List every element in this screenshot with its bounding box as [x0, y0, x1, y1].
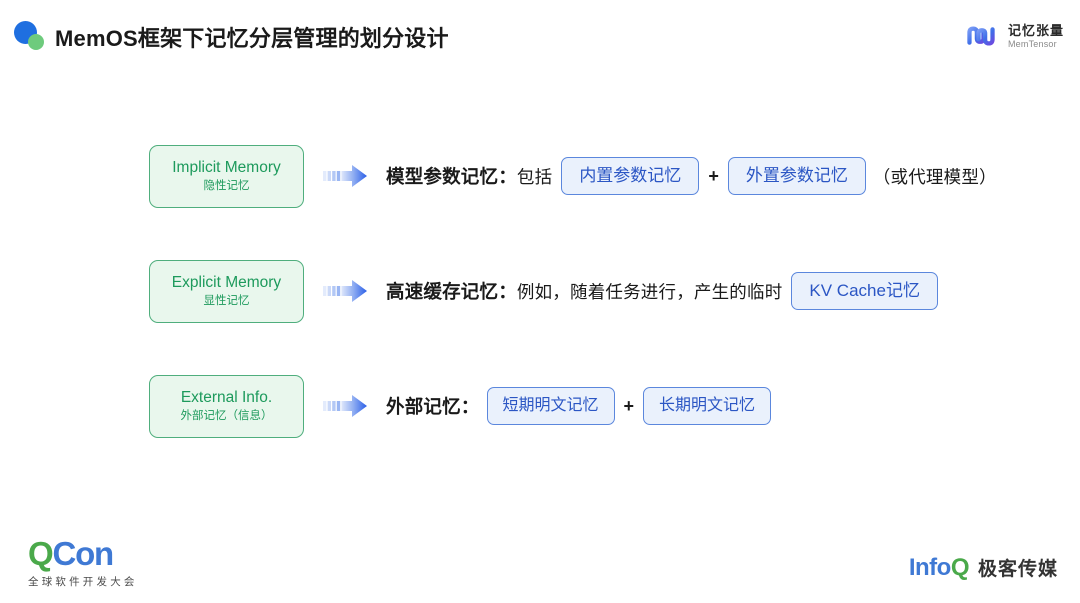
infoq-logo: InfoQ 极客传媒 — [909, 554, 1058, 581]
right-arrow-icon — [323, 395, 367, 417]
row-2-content: 高速缓存记忆： 例如，随着任务进行，产生的临时 KV Cache记忆 — [386, 271, 938, 311]
memtensor-interlock-icon — [967, 26, 995, 46]
memory-card-title-en: Explicit Memory — [171, 274, 282, 292]
row-1-separator: + — [708, 165, 719, 186]
infoq-letter-q: Q — [950, 554, 970, 581]
chip-long-term-plaintext-memory[interactable]: 长期明文记忆 — [643, 387, 772, 425]
memory-card-title-en: External Info. — [180, 389, 273, 407]
memory-card-title-cn: 隐性记忆 — [203, 180, 250, 193]
memory-card-title-en: Implicit Memory — [172, 159, 281, 177]
memory-layer-rows: Implicit Memory 隐性记忆 模型参数记忆： — [0, 140, 1080, 485]
infoq-letters-info: Info — [908, 554, 951, 581]
row-3-content: 外部记忆： 短期明文记忆 + 长期明文记忆 — [386, 387, 772, 425]
infoq-wordmark: InfoQ — [908, 554, 970, 581]
row-implicit-memory: Implicit Memory 隐性记忆 模型参数记忆： — [0, 140, 1080, 212]
slide-header: MemOS框架下记忆分层管理的划分设计 记忆张量 MemTensor — [0, 0, 1080, 74]
row-2-lead: 高速缓存记忆： — [386, 281, 517, 302]
memtensor-text: 记忆张量 MemTensor — [1008, 24, 1064, 49]
row-1-lead: 模型参数记忆： — [386, 166, 517, 187]
memory-card-title-cn: 显性记忆 — [203, 295, 250, 308]
memory-card-implicit: Implicit Memory 隐性记忆 — [149, 144, 304, 208]
chip-internal-param-memory[interactable]: 内置参数记忆 — [561, 156, 700, 196]
row-explicit-memory: Explicit Memory 显性记忆 高速缓存记忆： — [0, 255, 1080, 327]
qcon-logo: QCon 全球软件开发大会 — [28, 537, 138, 589]
page-title: MemOS框架下记忆分层管理的划分设计 — [55, 26, 449, 51]
memtensor-brand: 记忆张量 MemTensor — [961, 22, 1064, 50]
memos-dots-icon — [14, 20, 48, 54]
row-1-intro: 包括 — [516, 166, 553, 187]
right-arrow-icon — [323, 165, 367, 187]
qcon-letter-q: Q — [28, 535, 54, 572]
row-3-lead: 外部记忆： — [386, 396, 480, 417]
green-dot-shape — [28, 34, 44, 50]
infoq-name-cn: 极客传媒 — [977, 559, 1058, 580]
header-left-group: MemOS框架下记忆分层管理的划分设计 — [14, 20, 449, 54]
row-2-intro: 例如，随着任务进行，产生的临时 — [516, 281, 783, 302]
qcon-letters-con: Con — [52, 535, 114, 572]
row-1-tail: （或代理模型） — [872, 166, 997, 187]
memtensor-name-cn: 记忆张量 — [1007, 22, 1064, 38]
memtensor-name-en: MemTensor — [1007, 38, 1057, 49]
memory-card-title-cn: 外部记忆（信息） — [180, 410, 273, 423]
row-3-separator: + — [623, 395, 635, 416]
row-1-content: 模型参数记忆： 包括 内置参数记忆 + 外置参数记忆 （或代理模型） — [386, 156, 997, 196]
qcon-subtitle: 全球软件开发大会 — [28, 576, 138, 588]
chip-short-term-plaintext-memory[interactable]: 短期明文记忆 — [486, 387, 615, 425]
chip-external-param-memory[interactable]: 外置参数记忆 — [727, 156, 866, 196]
right-arrow-icon — [323, 280, 367, 302]
qcon-wordmark: QCon — [28, 537, 138, 570]
chip-kv-cache-memory[interactable]: KV Cache记忆 — [791, 271, 938, 311]
row-external-info: External Info. 外部记忆（信息） 外部记忆： — [0, 370, 1080, 442]
memory-card-external: External Info. 外部记忆（信息） — [149, 374, 304, 438]
memory-card-explicit: Explicit Memory 显性记忆 — [149, 259, 304, 323]
